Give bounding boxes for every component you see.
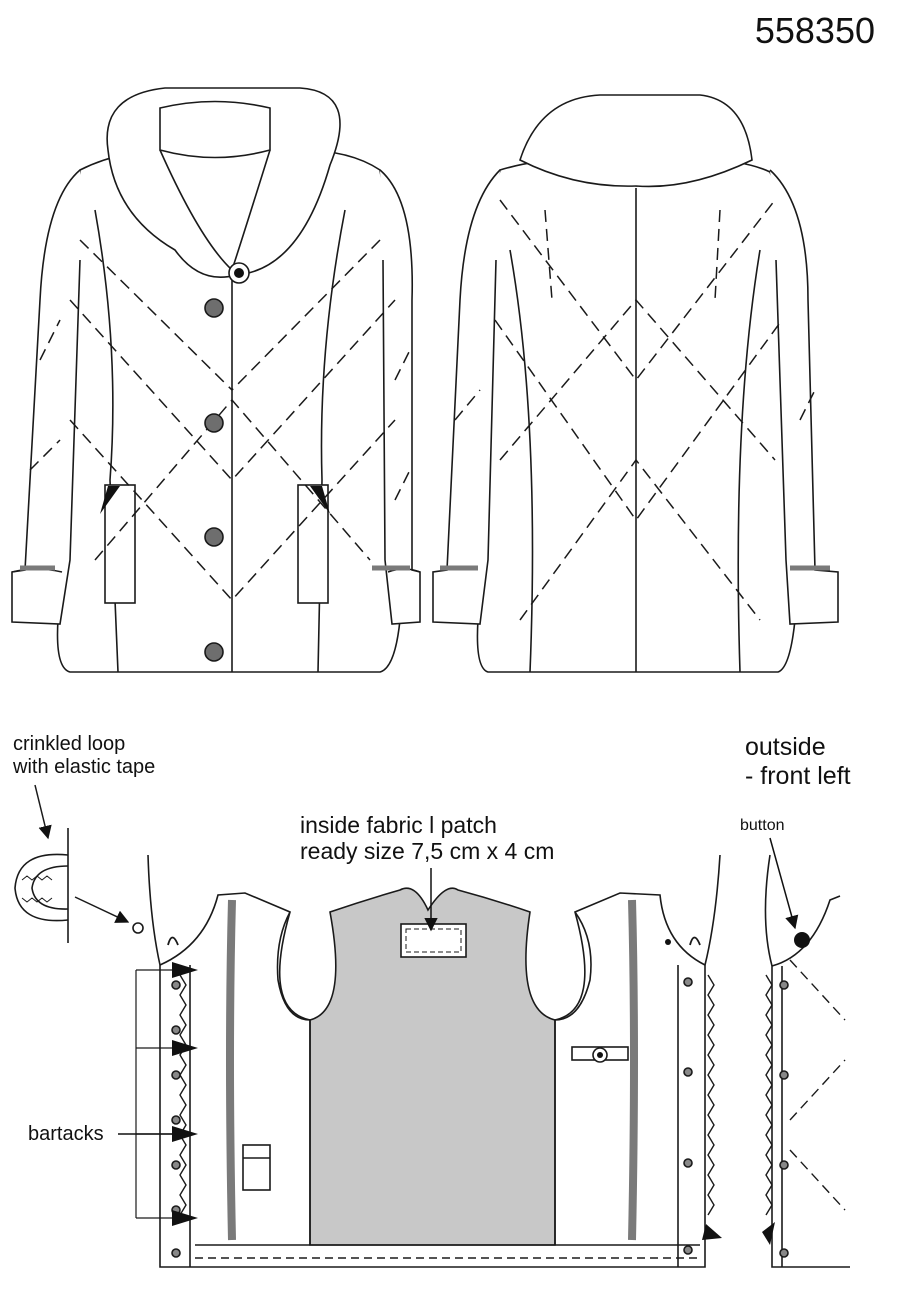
front-button-group (204, 298, 224, 662)
callout-patch-line-1: inside fabric l patch (300, 812, 497, 838)
style-number: 558350 (754, 10, 875, 51)
callout-arrows (118, 837, 799, 1135)
callout-crinkled-loop: crinkled loop with elastic tape (13, 733, 155, 779)
callout-patch-line-2: ready size 7,5 cm x 4 cm (300, 838, 555, 865)
outside-button (794, 932, 810, 948)
callout-outside-line-2: - front left (745, 761, 851, 790)
inside-view-jacket (135, 854, 722, 1268)
lining-panel (309, 887, 556, 1246)
callout-patch: inside fabric l patch ready size 7,5 cm … (300, 812, 554, 865)
back-view-jacket (432, 94, 839, 673)
callout-button: button (740, 817, 785, 834)
bartack-arrows (172, 962, 722, 1240)
callout-loop-line-2: with elastic tape (13, 756, 156, 778)
callout-loop-line-1: crinkled loop (13, 733, 126, 755)
callout-outside-line-1: outside (745, 733, 826, 761)
callout-outside: outside - front left (745, 733, 851, 791)
front-view-jacket (11, 87, 421, 673)
outside-front-left-detail (762, 854, 850, 1268)
crinkled-loop-detail (14, 784, 144, 943)
callout-bartacks: bartacks (28, 1123, 104, 1145)
